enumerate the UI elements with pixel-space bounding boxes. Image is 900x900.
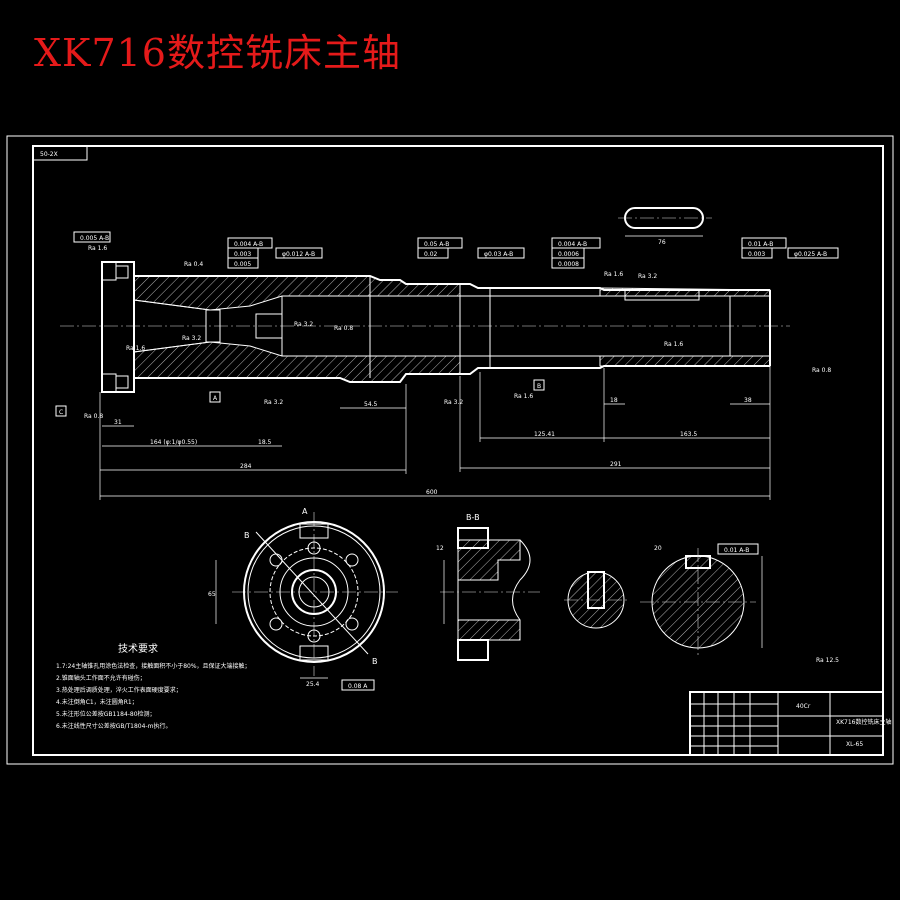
dimension-lines: 31 164 (φ:1/φ0.55) 18.5 284 54.5 125.41 … <box>99 366 771 500</box>
tol-frame-5: φ0.012 A-B <box>282 251 315 258</box>
dim-65: 65 <box>208 591 216 598</box>
dim-284: 284 <box>240 463 252 470</box>
dim-31: 31 <box>114 419 122 426</box>
tol-frame-12: 0.01 A-B <box>748 241 773 248</box>
ra-4: Ra 0.8 <box>334 325 353 332</box>
corner-tag: 50-2X <box>40 151 58 158</box>
title-block-name: XK716数控铣床主轴 <box>836 718 892 726</box>
flange-end-view: A B B 25.4 65 <box>208 507 398 688</box>
tol-frame-7: 0.02 <box>424 251 438 258</box>
tol-frame-15: 0.01 A-B <box>724 547 749 554</box>
section-label-a: A <box>302 507 308 516</box>
title-block-material: 40Cr <box>796 703 811 710</box>
section-bb-label: B-B <box>466 513 480 522</box>
keyway-slot-view: 76 <box>618 207 712 246</box>
ra-3: Ra 3.2 <box>294 321 313 328</box>
datum-c: C <box>59 409 63 416</box>
shaft-main-view <box>60 261 790 393</box>
title-block: 40Cr XK716数控铣床主轴 XL-65 <box>689 691 892 756</box>
tech-item-2: 2.锥面轴头工作面不允许有碰伤； <box>56 674 146 682</box>
tol-frame-6: 0.05 A-B <box>424 241 449 248</box>
tol-frame-3: 0.003 <box>234 251 251 258</box>
tech-item-1: 1.7:24主轴锥孔用涂色法检查，接触面积不小于80%，且保证大端接触； <box>56 662 251 670</box>
tol-frame-13: 0.003 <box>748 251 765 258</box>
datum-labels: A B C <box>55 379 545 417</box>
tech-item-4: 4.未注倒角C1，未注圆角R1； <box>56 698 138 706</box>
tol-frame-1: 0.005 A-B <box>80 235 109 242</box>
tol-frame-10: 0.0006 <box>558 251 579 258</box>
tech-item-6: 6.未注线性尺寸公差按GB/T1804-m执行。 <box>56 722 171 730</box>
tech-heading: 技术要求 <box>118 642 158 655</box>
shaft-cross-section: 20 <box>640 545 763 656</box>
ra-6: Ra 1.6 <box>126 345 145 352</box>
ra-10: Ra 3.2 <box>444 399 463 406</box>
dim-25: 25.4 <box>306 681 320 688</box>
corner-tag-box <box>32 145 88 161</box>
ra-13: Ra 1.6 <box>664 341 683 348</box>
tech-requirements: 技术要求 1.7:24主轴锥孔用涂色法检查，接触面积不小于80%，且保证大端接触… <box>56 642 251 730</box>
ra-12: Ra 3.2 <box>638 273 657 280</box>
title-block-code: XL-65 <box>846 741 863 748</box>
tolerance-frames: 0.005 A-B 0.004 A-B 0.003 0.005 φ0.012 A… <box>73 231 839 691</box>
tol-frame-8: φ0.03 A-B <box>484 251 513 258</box>
datum-a: A <box>213 395 218 402</box>
datum-b: B <box>537 383 541 390</box>
dim-125: 125.41 <box>534 431 555 438</box>
tol-frame-4: 0.005 <box>234 261 251 268</box>
dim-54: 54.5 <box>364 401 378 408</box>
dim-291: 291 <box>610 461 622 468</box>
dim-20: 20 <box>654 545 662 552</box>
ra-9: Ra 1.6 <box>514 393 533 400</box>
dim-163: 163.5 <box>680 431 697 438</box>
ra-8: Ra 0.8 <box>84 413 103 420</box>
tol-frame-9: 0.004 A-B <box>558 241 587 248</box>
ra-5: Ra 3.2 <box>182 335 201 342</box>
ra-2: Ra 0.4 <box>184 261 203 268</box>
dim-18: 18.5 <box>258 439 272 446</box>
tol-frame-11: 0.0008 <box>558 261 579 268</box>
section-bb-view: B-B 12 <box>436 513 540 661</box>
ra-1: Ra 1.6 <box>88 245 107 252</box>
drawing-title: XK716数控铣床主轴 <box>34 31 401 75</box>
ra-11: Ra 1.6 <box>604 271 623 278</box>
tech-item-3: 3.热处理后调质处理，淬火工作表面硬度要求； <box>56 686 182 694</box>
tol-frame-2: 0.004 A-B <box>234 241 263 248</box>
dim-12: 12 <box>436 545 444 552</box>
section-small-view <box>564 571 630 629</box>
ra-15: Ra 12.5 <box>816 657 839 664</box>
tol-frame-14: φ0.025 A-B <box>794 251 827 258</box>
dim-76: 76 <box>658 239 666 246</box>
section-label-b: B <box>244 531 250 540</box>
tol-frame-16: 0.08 A <box>348 683 368 690</box>
roughness-marks: Ra 1.6 Ra 0.4 Ra 3.2 Ra 0.8 Ra 3.2 Ra 1.… <box>84 245 839 664</box>
inner-frame <box>32 145 884 756</box>
dim-164: 164 (φ:1/φ0.55) <box>150 439 197 446</box>
section-label-b2: B <box>372 657 378 666</box>
tech-item-5: 5.未注形位公差按GB1184-80检测； <box>56 710 156 718</box>
outer-border <box>6 135 894 765</box>
dim-18b: 18 <box>610 397 618 404</box>
dim-600: 600 <box>426 489 438 496</box>
dim-38: 38 <box>744 397 752 404</box>
ra-14: Ra 0.8 <box>812 367 831 374</box>
ra-7: Ra 3.2 <box>264 399 283 406</box>
